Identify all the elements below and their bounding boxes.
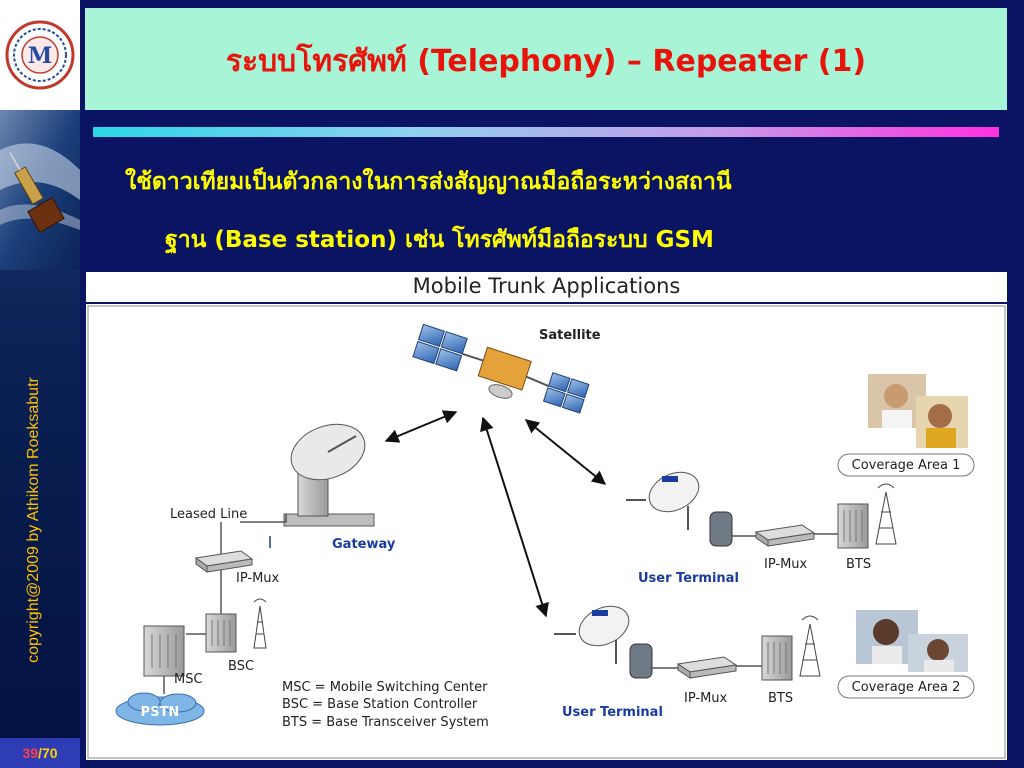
bsc-tower-icon <box>253 598 267 649</box>
ip-mux-left-label: IP-Mux <box>236 571 280 586</box>
ip-mux-2-label: IP-Mux <box>684 691 728 706</box>
bts-1-tower-icon <box>875 483 897 545</box>
gateway-label: Gateway <box>332 537 396 552</box>
user-terminal-1-dish-icon <box>626 471 700 530</box>
msc-label: MSC <box>174 672 203 687</box>
satellite-icon <box>412 323 590 414</box>
bts-1-label: BTS <box>846 557 871 572</box>
coverage-1-photo <box>868 374 968 448</box>
figure-title: Mobile Trunk Applications <box>412 274 681 298</box>
university-logo: M <box>0 0 80 110</box>
ip-mux-1-label: IP-Mux <box>764 557 808 572</box>
user-terminal-1-modem-icon <box>709 511 733 547</box>
bts-2-tower-icon <box>799 615 821 677</box>
satellite-label: Satellite <box>539 328 601 343</box>
title-box: ระบบโทรศัพท์ (Telephony) – Repeater (1) <box>85 8 1007 110</box>
pstn-cloud-icon <box>115 692 205 726</box>
bts-2-cabinet-icon <box>761 635 793 681</box>
link-terminal-1 <box>524 419 607 485</box>
user-terminal-1-label: User Terminal <box>638 571 739 586</box>
copyright-text: copyright@2009 by Athikom Roeksabutr <box>25 377 42 663</box>
coverage-1-label: Coverage Area 1 <box>852 458 961 473</box>
page-separator: / <box>38 745 42 761</box>
bts-2-label: BTS <box>768 691 793 706</box>
slide-title: ระบบโทรศัพท์ (Telephony) – Repeater (1) <box>225 44 867 79</box>
bts-1-cabinet-icon <box>837 503 869 549</box>
figure-header: Mobile Trunk Applications <box>86 272 1007 302</box>
network-diagram: Satellite Leased Line Gateway IP-Mux <box>86 304 1007 760</box>
gateway-dish-icon <box>283 423 375 527</box>
page-number: 39/70 <box>0 738 80 768</box>
ip-mux-left-icon <box>194 550 254 573</box>
legend-msc: MSC = Mobile Switching Center <box>282 680 488 695</box>
coverage-1-badge <box>837 453 975 477</box>
title-divider <box>93 127 999 137</box>
satellite-photo <box>0 110 80 270</box>
page-total: 70 <box>41 745 58 761</box>
legend-bts: BTS = Base Transceiver System <box>282 715 489 730</box>
coverage-2-label: Coverage Area 2 <box>852 680 961 695</box>
legend-bsc: BSC = Base Station Controller <box>282 697 478 712</box>
body-line-1: ใช้ดาวเทียมเป็นตัวกลางในการส่งสัญญาณมือถ… <box>125 169 732 195</box>
leased-line-link <box>240 514 287 523</box>
user-terminal-2-label: User Terminal <box>562 705 663 720</box>
ip-mux-2-icon <box>676 656 738 679</box>
leased-line-label: Leased Line <box>170 507 247 522</box>
page-current: 39 <box>22 745 39 761</box>
pstn-label: PSTN <box>141 705 180 720</box>
link-gateway <box>384 410 458 443</box>
user-terminal-2-modem-icon <box>629 643 653 679</box>
sidebar: M copyright@2009 by Athikom Roeksabutr 3… <box>0 0 80 768</box>
svg-text:M: M <box>28 43 52 69</box>
link-terminal-2 <box>480 416 549 618</box>
user-terminal-2-dish-icon <box>554 605 630 664</box>
bsc-label: BSC <box>228 659 254 674</box>
seal-icon: M <box>5 20 75 90</box>
msc-cabinet-icon <box>143 625 185 677</box>
bsc-cabinet-icon <box>205 613 237 653</box>
ip-mux-1-icon <box>754 524 816 547</box>
coverage-2-badge <box>837 675 975 699</box>
body-line-2: ฐาน (Base station) เช่น โทรศัพท์มือถือระ… <box>165 227 714 253</box>
coverage-2-photo <box>856 610 968 672</box>
